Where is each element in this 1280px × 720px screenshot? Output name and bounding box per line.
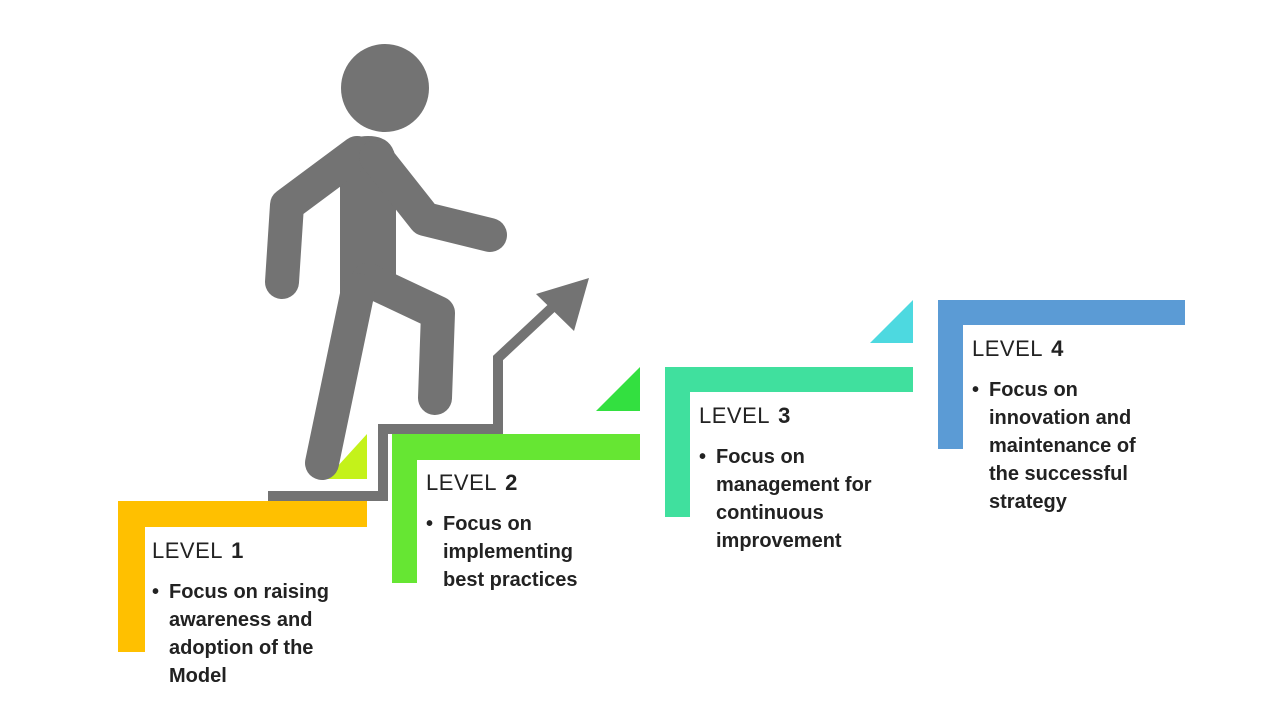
level-3: LEVEL 3 •Focus on management for continu… — [699, 405, 904, 555]
bullet-point: • — [699, 446, 707, 468]
level-1-description: •Focus on raising awareness and adoption… — [152, 578, 352, 690]
level-4: LEVEL 4 •Focus on innovation and mainten… — [972, 338, 1168, 516]
bullet-point: • — [972, 379, 980, 401]
level-4-title: LEVEL 4 — [972, 336, 1064, 361]
level-1-title: LEVEL 1 — [152, 538, 244, 563]
step-3-triangle — [870, 300, 913, 343]
level-1: LEVEL 1 •Focus on raising awareness and … — [152, 540, 352, 690]
step-2-triangle — [596, 367, 640, 411]
bullet-point: • — [426, 513, 434, 535]
step-3 — [665, 367, 913, 517]
person-head — [341, 44, 429, 132]
level-4-description: •Focus on innovation and maintenance of … — [972, 376, 1168, 516]
level-2: LEVEL 2 •Focus on implementing best prac… — [426, 472, 606, 594]
arrow-up-right-icon — [268, 278, 589, 501]
person-limbs — [265, 136, 507, 480]
stair-line — [268, 298, 562, 501]
bullet-point: • — [152, 581, 160, 603]
level-3-description: •Focus on management for continuous impr… — [699, 443, 904, 555]
step-1 — [118, 501, 367, 652]
level-3-title: LEVEL 3 — [699, 403, 791, 428]
person-climbing-stairs-icon — [265, 44, 507, 480]
step-4 — [938, 300, 1185, 449]
level-2-description: •Focus on implementing best practices — [426, 510, 606, 594]
level-2-title: LEVEL 2 — [426, 470, 518, 495]
step-2 — [392, 434, 640, 583]
arrow-head — [536, 278, 589, 331]
